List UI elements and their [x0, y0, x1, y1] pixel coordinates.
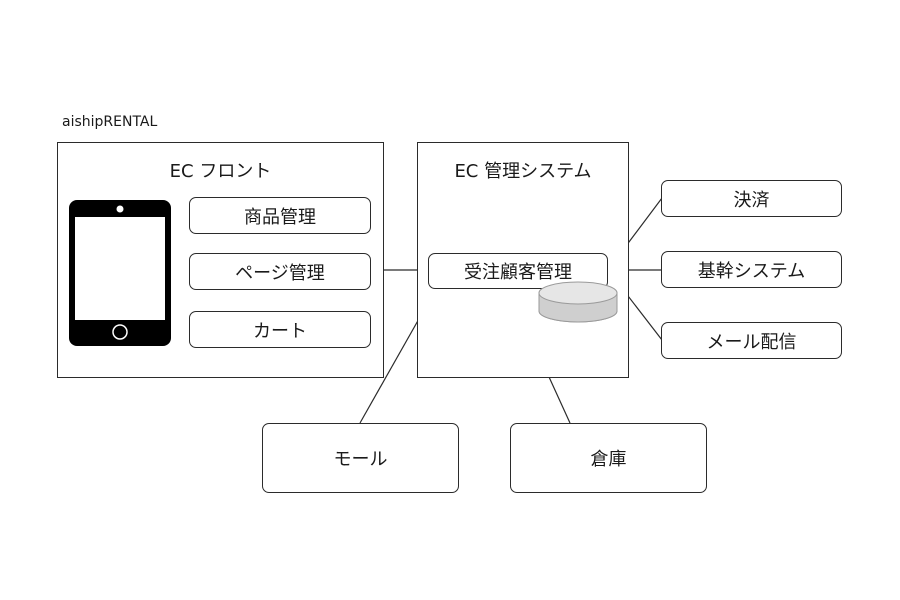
payment-box: 決済: [661, 180, 842, 217]
ec-system-title: EC 管理システム: [454, 161, 592, 182]
database-icon-overlay: [538, 281, 618, 323]
core-system-box: 基幹システム: [661, 251, 842, 288]
mail-delivery-box: メール配信: [661, 322, 842, 359]
ec-front-title: EC フロント: [169, 161, 272, 182]
product-management-box: 商品管理: [189, 197, 371, 234]
mall-box: モール: [262, 423, 459, 493]
brand-label: aishipRENTAL: [62, 114, 158, 130]
page-management-box: ページ管理: [189, 253, 371, 290]
warehouse-box: 倉庫: [510, 423, 707, 493]
cart-box: カート: [189, 311, 371, 348]
smartphone-icon: [69, 200, 171, 346]
